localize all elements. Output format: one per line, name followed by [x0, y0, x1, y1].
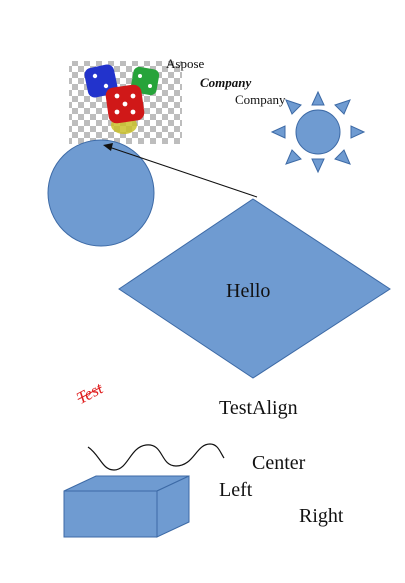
hello-text: Hello — [226, 280, 271, 302]
cube-shape[interactable] — [63, 475, 190, 538]
connector-arrow[interactable] — [103, 143, 258, 198]
aspose-text: Aspose — [166, 56, 205, 71]
right-text: Right — [299, 505, 344, 527]
wavy-line[interactable] — [87, 443, 225, 471]
left-text: Left — [219, 479, 253, 501]
dice-picture[interactable] — [69, 61, 182, 144]
diamond-shape[interactable] — [118, 198, 391, 379]
sun-shape[interactable] — [270, 90, 366, 174]
circle-shape[interactable] — [47, 139, 155, 247]
company-text: Company — [235, 92, 286, 107]
company-bold-italic-text: Company — [200, 75, 252, 90]
test-align-text: TestAlign — [219, 397, 298, 419]
center-text: Center — [252, 452, 306, 474]
red-die-icon — [105, 84, 145, 124]
